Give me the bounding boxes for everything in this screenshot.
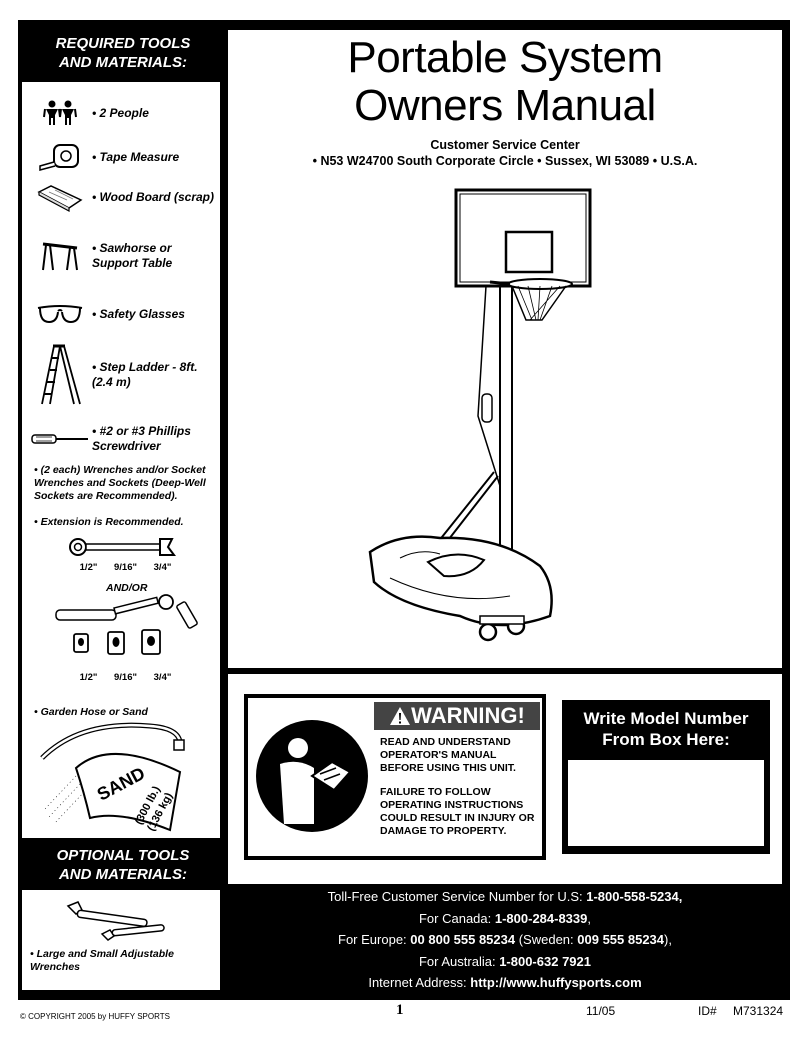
tool-safety-glasses-label: • Safety Glasses	[92, 306, 185, 321]
internet-label: Internet Address:	[368, 975, 471, 990]
us-number: 1-800-558-5234,	[586, 889, 683, 904]
europe-number: 00 800 555 85234	[410, 932, 516, 947]
socket-size-half: 1/2"	[79, 672, 98, 683]
address: • N53 W24700 South Corporate Circle • Su…	[312, 154, 698, 168]
step-ladder-icon	[41, 344, 81, 405]
sweden-label: (Sweden:	[515, 932, 578, 947]
extension-note: • Extension is Recommended.	[34, 516, 184, 528]
page-number: 1	[396, 1002, 404, 1018]
tool-sawhorse: • Sawhorse or Support Table	[30, 240, 220, 272]
id-value: M731324	[733, 1004, 784, 1018]
contact-info: Toll-Free Customer Service Number for U.…	[230, 886, 780, 994]
warning-text-1: READ AND UNDERSTAND OPERATOR'S MANUAL BE…	[380, 736, 516, 774]
required-header: REQUIRED TOOLS AND MATERIALS:	[26, 34, 220, 72]
canada-number: 1-800-284-8339	[494, 910, 588, 926]
contact-us: Toll-Free Customer Service Number for U.…	[230, 886, 780, 908]
id-label: ID#	[698, 1004, 717, 1018]
combination-wrenches-icon	[69, 538, 176, 556]
size-nine-sixteenths: 9/16"	[114, 562, 137, 573]
optional-item: • Large and Small Adjustable Wrenches	[30, 948, 174, 973]
safety-glasses-icon	[37, 305, 83, 324]
tool-people: • 2 People	[30, 100, 220, 126]
required-tools-box: • 2 People • Tape Measure • Wood Board (…	[22, 82, 220, 838]
tool-wood-board: • Wood Board (scrap)	[30, 182, 220, 212]
socket-size-nine-sixteenths: 9/16"	[114, 672, 137, 683]
sawhorse-icon	[42, 242, 78, 271]
sweden-number: 009 555 85234	[577, 932, 665, 947]
tape-measure-icon	[39, 144, 79, 171]
warning-title: WARNING!	[374, 702, 540, 730]
optional-header-line2: AND MATERIALS:	[58, 866, 188, 883]
model-title-line1: Write Model Number	[583, 709, 749, 728]
tool-step-ladder-label: • Step Ladder - 8ft. (2.4 m)	[92, 360, 198, 389]
model-title-line2: From Box Here:	[602, 730, 730, 749]
europe-label: For Europe:	[338, 932, 411, 947]
socket-wrench-icon	[55, 594, 198, 655]
australia-label: For Australia:	[418, 953, 500, 969]
model-number-title: Write Model Number From Box Here:	[562, 700, 770, 750]
sweden-tail: ),	[664, 932, 672, 947]
tool-sawhorse-label: • Sawhorse or Support Table	[92, 241, 173, 270]
people-icon	[43, 100, 77, 125]
required-header-line1: REQUIRED TOOLS	[55, 35, 191, 52]
copyright: © COPYRIGHT 2005 by HUFFY SPORTS	[20, 1012, 170, 1021]
issue-date: 11/05	[586, 1004, 616, 1018]
tool-people-label: • 2 People	[92, 105, 149, 120]
socket-size-three-quarters: 3/4"	[153, 672, 172, 683]
optional-header: OPTIONAL TOOLS AND MATERIALS:	[26, 846, 220, 884]
optional-tools-box: • Large and Small Adjustable Wrenches	[22, 890, 220, 990]
tool-safety-glasses: • Safety Glasses	[30, 302, 220, 326]
model-number-field	[568, 760, 764, 846]
warning-triangle-icon	[390, 707, 411, 725]
screwdriver-icon	[31, 434, 88, 444]
wrench-note: • (2 each) Wrenches and/or Socket Wrench…	[34, 464, 206, 502]
size-three-quarters: 3/4"	[153, 562, 172, 573]
required-header-line2: AND MATERIALS:	[58, 54, 188, 71]
australia-number: 1-800-632 7921	[499, 953, 591, 969]
read-manual-icon	[256, 720, 368, 832]
tool-wood-board-label: • Wood Board (scrap)	[92, 189, 214, 204]
tool-screwdriver: • #2 or #3 Phillips Screwdriver	[30, 424, 220, 454]
optional-header-line1: OPTIONAL TOOLS	[56, 847, 190, 864]
warning-text-2: FAILURE TO FOLLOW OPERATING INSTRUCTIONS…	[380, 786, 535, 837]
contact-europe: For Europe: 00 800 555 85234 (Sweden: 00…	[230, 929, 780, 951]
adjustable-wrenches-icon	[66, 901, 165, 941]
socket-sizes: 1/2" 9/16" 3/4"	[70, 672, 181, 683]
wrench-sizes: 1/2" 9/16" 3/4"	[70, 562, 181, 573]
contact-canada: For Canada: 1-800-284-8339,	[230, 908, 780, 930]
model-number-box: Write Model Number From Box Here:	[562, 700, 770, 854]
title-line1: Portable System	[347, 33, 663, 82]
size-half: 1/2"	[79, 562, 98, 573]
hose-and-sand-icon: SAND (300 lb.) (136 kg)	[40, 722, 185, 833]
tool-tape-measure-label: • Tape Measure	[92, 149, 180, 164]
contact-australia: For Australia: 1-800-632 7921	[230, 951, 780, 973]
contact-internet: Internet Address: http://www.huffysports…	[230, 972, 780, 994]
canada-tail: ,	[587, 910, 592, 926]
and-or-label: AND/OR	[106, 582, 148, 594]
us-label: Toll-Free Customer Service Number for U.…	[327, 889, 587, 904]
wood-board-icon	[37, 185, 83, 212]
canada-label: For Canada:	[418, 910, 495, 926]
basketball-system-illustration	[368, 188, 592, 642]
page-title: Portable System Owners Manual	[230, 34, 780, 130]
warning-label: WARNING! READ AND UNDERSTAND OPERATOR'S …	[244, 694, 546, 860]
warning-title-text: WARNING!	[411, 703, 525, 728]
tool-tape-measure: • Tape Measure	[30, 142, 220, 172]
internet-url: http://www.huffysports.com	[470, 975, 642, 990]
garden-hose-note: • Garden Hose or Sand	[34, 706, 148, 718]
service-center: Customer Service Center	[430, 138, 580, 152]
title-line2: Owners Manual	[354, 81, 656, 130]
tool-screwdriver-label: • #2 or #3 Phillips Screwdriver	[92, 424, 191, 453]
tool-step-ladder: • Step Ladder - 8ft. (2.4 m)	[30, 344, 220, 406]
